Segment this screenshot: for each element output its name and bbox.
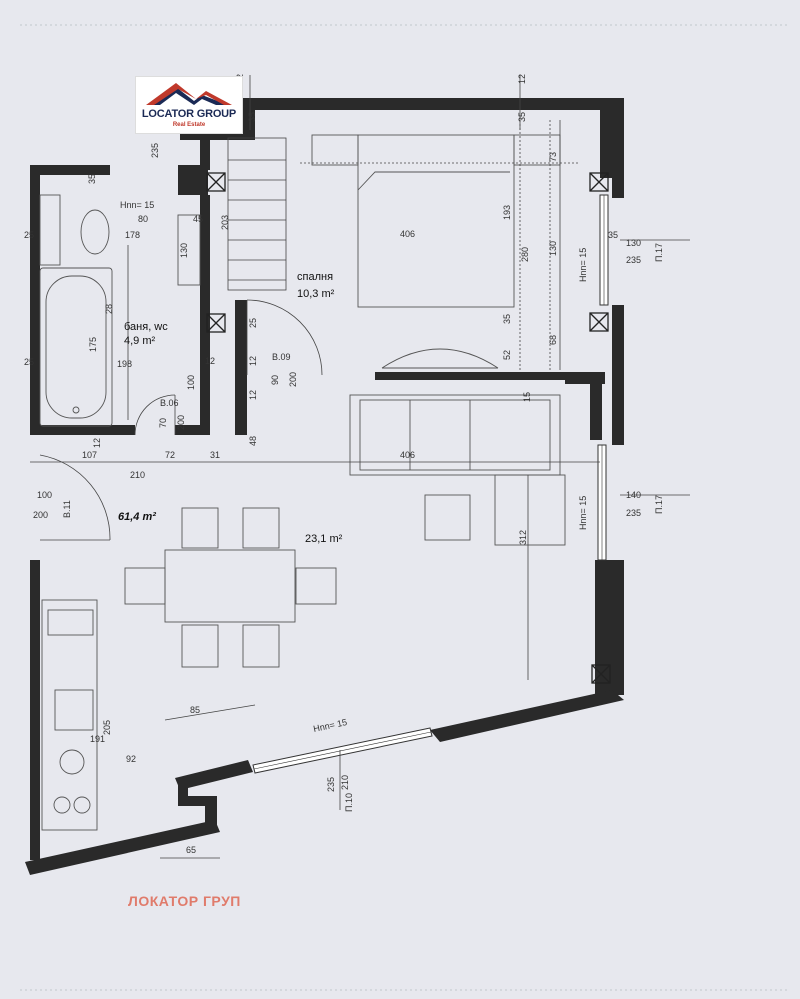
door-tag-b09: В.09 [272, 352, 291, 362]
window-p10-code: П.10 [344, 793, 354, 812]
bedroom-furniture [300, 120, 580, 370]
dim-label: 198 [117, 359, 132, 369]
window-p17a-height: 235 [626, 255, 641, 265]
bedroom-name: спалня [297, 271, 333, 283]
locator-group-logo: LOCATOR GROUP Real Estate [136, 77, 242, 133]
dim-label: 107 [82, 450, 97, 460]
window-p17b-code: П.17 [654, 495, 664, 514]
dim-label: 130 [548, 241, 558, 256]
dim-label: 203 [220, 215, 230, 230]
bedroom-area: 10,3 m² [297, 288, 335, 300]
dim-label: 406 [400, 229, 415, 239]
dim-label: 45 [193, 214, 203, 224]
dim-label: 73 [548, 152, 558, 162]
bathroom-area: 4,9 m² [124, 335, 156, 347]
bathroom-name: баня, wc [124, 321, 168, 333]
dim-label: 193 [502, 205, 512, 220]
dim-label: 12 [248, 356, 258, 366]
dim-label: 312 [518, 530, 528, 545]
door-tag-b11: В.11 [62, 500, 72, 518]
dim-label: 65 [186, 845, 196, 855]
sill-height-south: Hnn= 15 [312, 717, 348, 734]
dimension-lines [30, 75, 690, 859]
dim-label: 178 [125, 230, 140, 240]
dim-label: 406 [400, 450, 415, 460]
living-furniture [124, 394, 566, 668]
sill-height-top: Hnn= 15 [120, 200, 154, 210]
dim-label: 12 [517, 74, 527, 84]
dim-label: 68 [548, 335, 558, 345]
bathroom-fixtures [39, 194, 201, 427]
dim-label: 35 [247, 112, 257, 122]
window-p17a-width: 130 [626, 238, 641, 248]
dim-label: 210 [130, 470, 145, 480]
door-b11-size: 100 [37, 490, 52, 500]
door-b09-height: 200 [288, 372, 298, 387]
stairs [227, 137, 287, 291]
dim-label: 175 [88, 337, 98, 352]
window-p10-width: 210 [340, 775, 350, 790]
door-b06-size: 70 [158, 418, 168, 428]
logo-brand-text: LOCATOR GROUP [141, 108, 237, 120]
door-swings [39, 299, 323, 541]
window-p17a-code: П.17 [654, 243, 664, 262]
window-p17b-width: 140 [626, 490, 641, 500]
dim-label: 48 [248, 436, 258, 446]
dim-label: 12 [92, 438, 102, 448]
outer-walls [25, 98, 624, 875]
dim-label: 25 [24, 357, 34, 367]
dim-label: 235 [150, 143, 160, 158]
dim-label: 92 [126, 754, 136, 764]
dim-label: 28 [104, 304, 114, 314]
watermark-text: ЛОКАТОР ГРУП [128, 893, 241, 909]
dim-label: 205 [102, 720, 112, 735]
window-p17b-height: 235 [626, 508, 641, 518]
total-area: 61,4 m² [118, 511, 156, 523]
dim-label: 130 [179, 243, 189, 258]
dim-label: 15 [522, 392, 532, 402]
dim-label: 25 [248, 318, 258, 328]
dim-label: 12 [205, 356, 215, 366]
dim-label: 191 [90, 734, 105, 744]
dim-label: 280 [520, 247, 530, 262]
dim-label: 85 [190, 705, 200, 715]
dim-label: 52 [502, 350, 512, 360]
window-p10-height: 235 [326, 777, 336, 792]
dim-label: 35 [608, 230, 618, 240]
mountain-logo-icon [146, 83, 232, 105]
dim-label: 31 [210, 450, 220, 460]
dim-label: 35 [502, 314, 512, 324]
dim-label: 35 [87, 174, 97, 184]
kitchen-fixtures [41, 599, 98, 831]
living-area: 23,1 m² [305, 533, 343, 545]
door-tag-b06: В.06 [160, 398, 179, 408]
windows [252, 194, 609, 774]
dim-label: 80 [138, 214, 148, 224]
dim-label: 25 [24, 230, 34, 240]
sill-height-bedroom: Hnn= 15 [578, 248, 588, 282]
dim-label: 35 [517, 112, 527, 122]
dim-label: 12 [248, 390, 258, 400]
sill-height-living: Hnn= 15 [578, 496, 588, 530]
dim-label: 72 [165, 450, 175, 460]
x-box-columns [206, 172, 611, 684]
logo-subtitle: Real Estate [172, 122, 206, 128]
dim-label: 100 [186, 375, 196, 390]
door-b09-size: 90 [270, 375, 280, 385]
door-b06-height: 200 [176, 415, 186, 430]
door-b11-height: 200 [33, 510, 48, 520]
